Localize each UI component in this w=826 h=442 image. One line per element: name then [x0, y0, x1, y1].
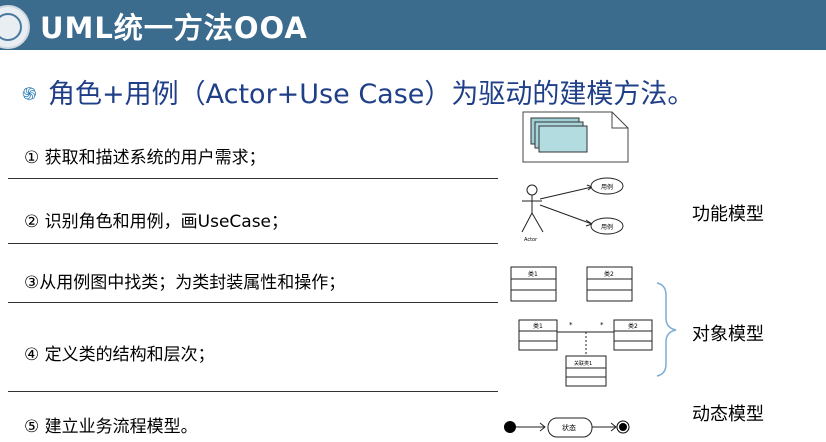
class-box: 类1: [510, 266, 557, 302]
page-title: UML统一方法OOA: [40, 11, 308, 45]
title-bar: UML统一方法OOA: [0, 0, 826, 50]
step-4: ④ 定义类的结构和层次；: [24, 345, 215, 365]
class-box: 类2: [613, 319, 653, 351]
object-model-label: 对象模型: [692, 324, 764, 345]
usecase-oval: [590, 217, 624, 235]
actor-icon: [521, 184, 544, 233]
divider: [8, 391, 498, 392]
usecase-oval: [590, 177, 624, 195]
step-2: ② 识别角色和用例，画UseCase；: [24, 212, 289, 232]
document-stack-icon: [522, 111, 629, 163]
dynamic-model-label: 动态模型: [692, 404, 764, 425]
association-line: [539, 186, 593, 200]
bullet-icon: ֍: [22, 84, 37, 105]
step-5: ⑤ 建立业务流程模型。: [24, 417, 198, 437]
class-name: 类2: [604, 270, 614, 278]
brace-icon: [656, 282, 677, 377]
association-line: [539, 204, 593, 225]
class-name: 类1: [533, 322, 543, 330]
actor-label: Actor: [524, 237, 538, 243]
initial-state-icon: [504, 421, 516, 433]
state-diagram: 状态: [504, 417, 630, 438]
subtitle: ֍ 角色+用例（Actor+Use Case）为驱动的建模方法。: [22, 72, 694, 111]
subtitle-text: 角色+用例（Actor+Use Case）为驱动的建模方法。: [48, 79, 695, 110]
association-class-box: 关联类1: [565, 355, 607, 387]
divider: [8, 243, 498, 244]
multiplicity-label: *: [569, 321, 573, 329]
usecase-label: 用例: [601, 183, 613, 191]
usecase-label: 用例: [601, 223, 613, 231]
class-name: 类1: [528, 270, 538, 278]
class-name: 关联类1: [574, 360, 592, 367]
class-box: 类1: [518, 319, 558, 351]
functional-model-label: 功能模型: [692, 204, 764, 225]
state-label: 状态: [562, 423, 576, 432]
step-1: ① 获取和描述系统的用户需求；: [24, 148, 266, 168]
step-3: ③从用例图中找类；为类封装属性和操作；: [24, 273, 346, 293]
multiplicity-label: *: [600, 321, 604, 329]
divider: [8, 302, 498, 303]
class-box: 类2: [586, 266, 633, 302]
divider: [8, 178, 498, 179]
class-name: 类2: [628, 322, 638, 330]
